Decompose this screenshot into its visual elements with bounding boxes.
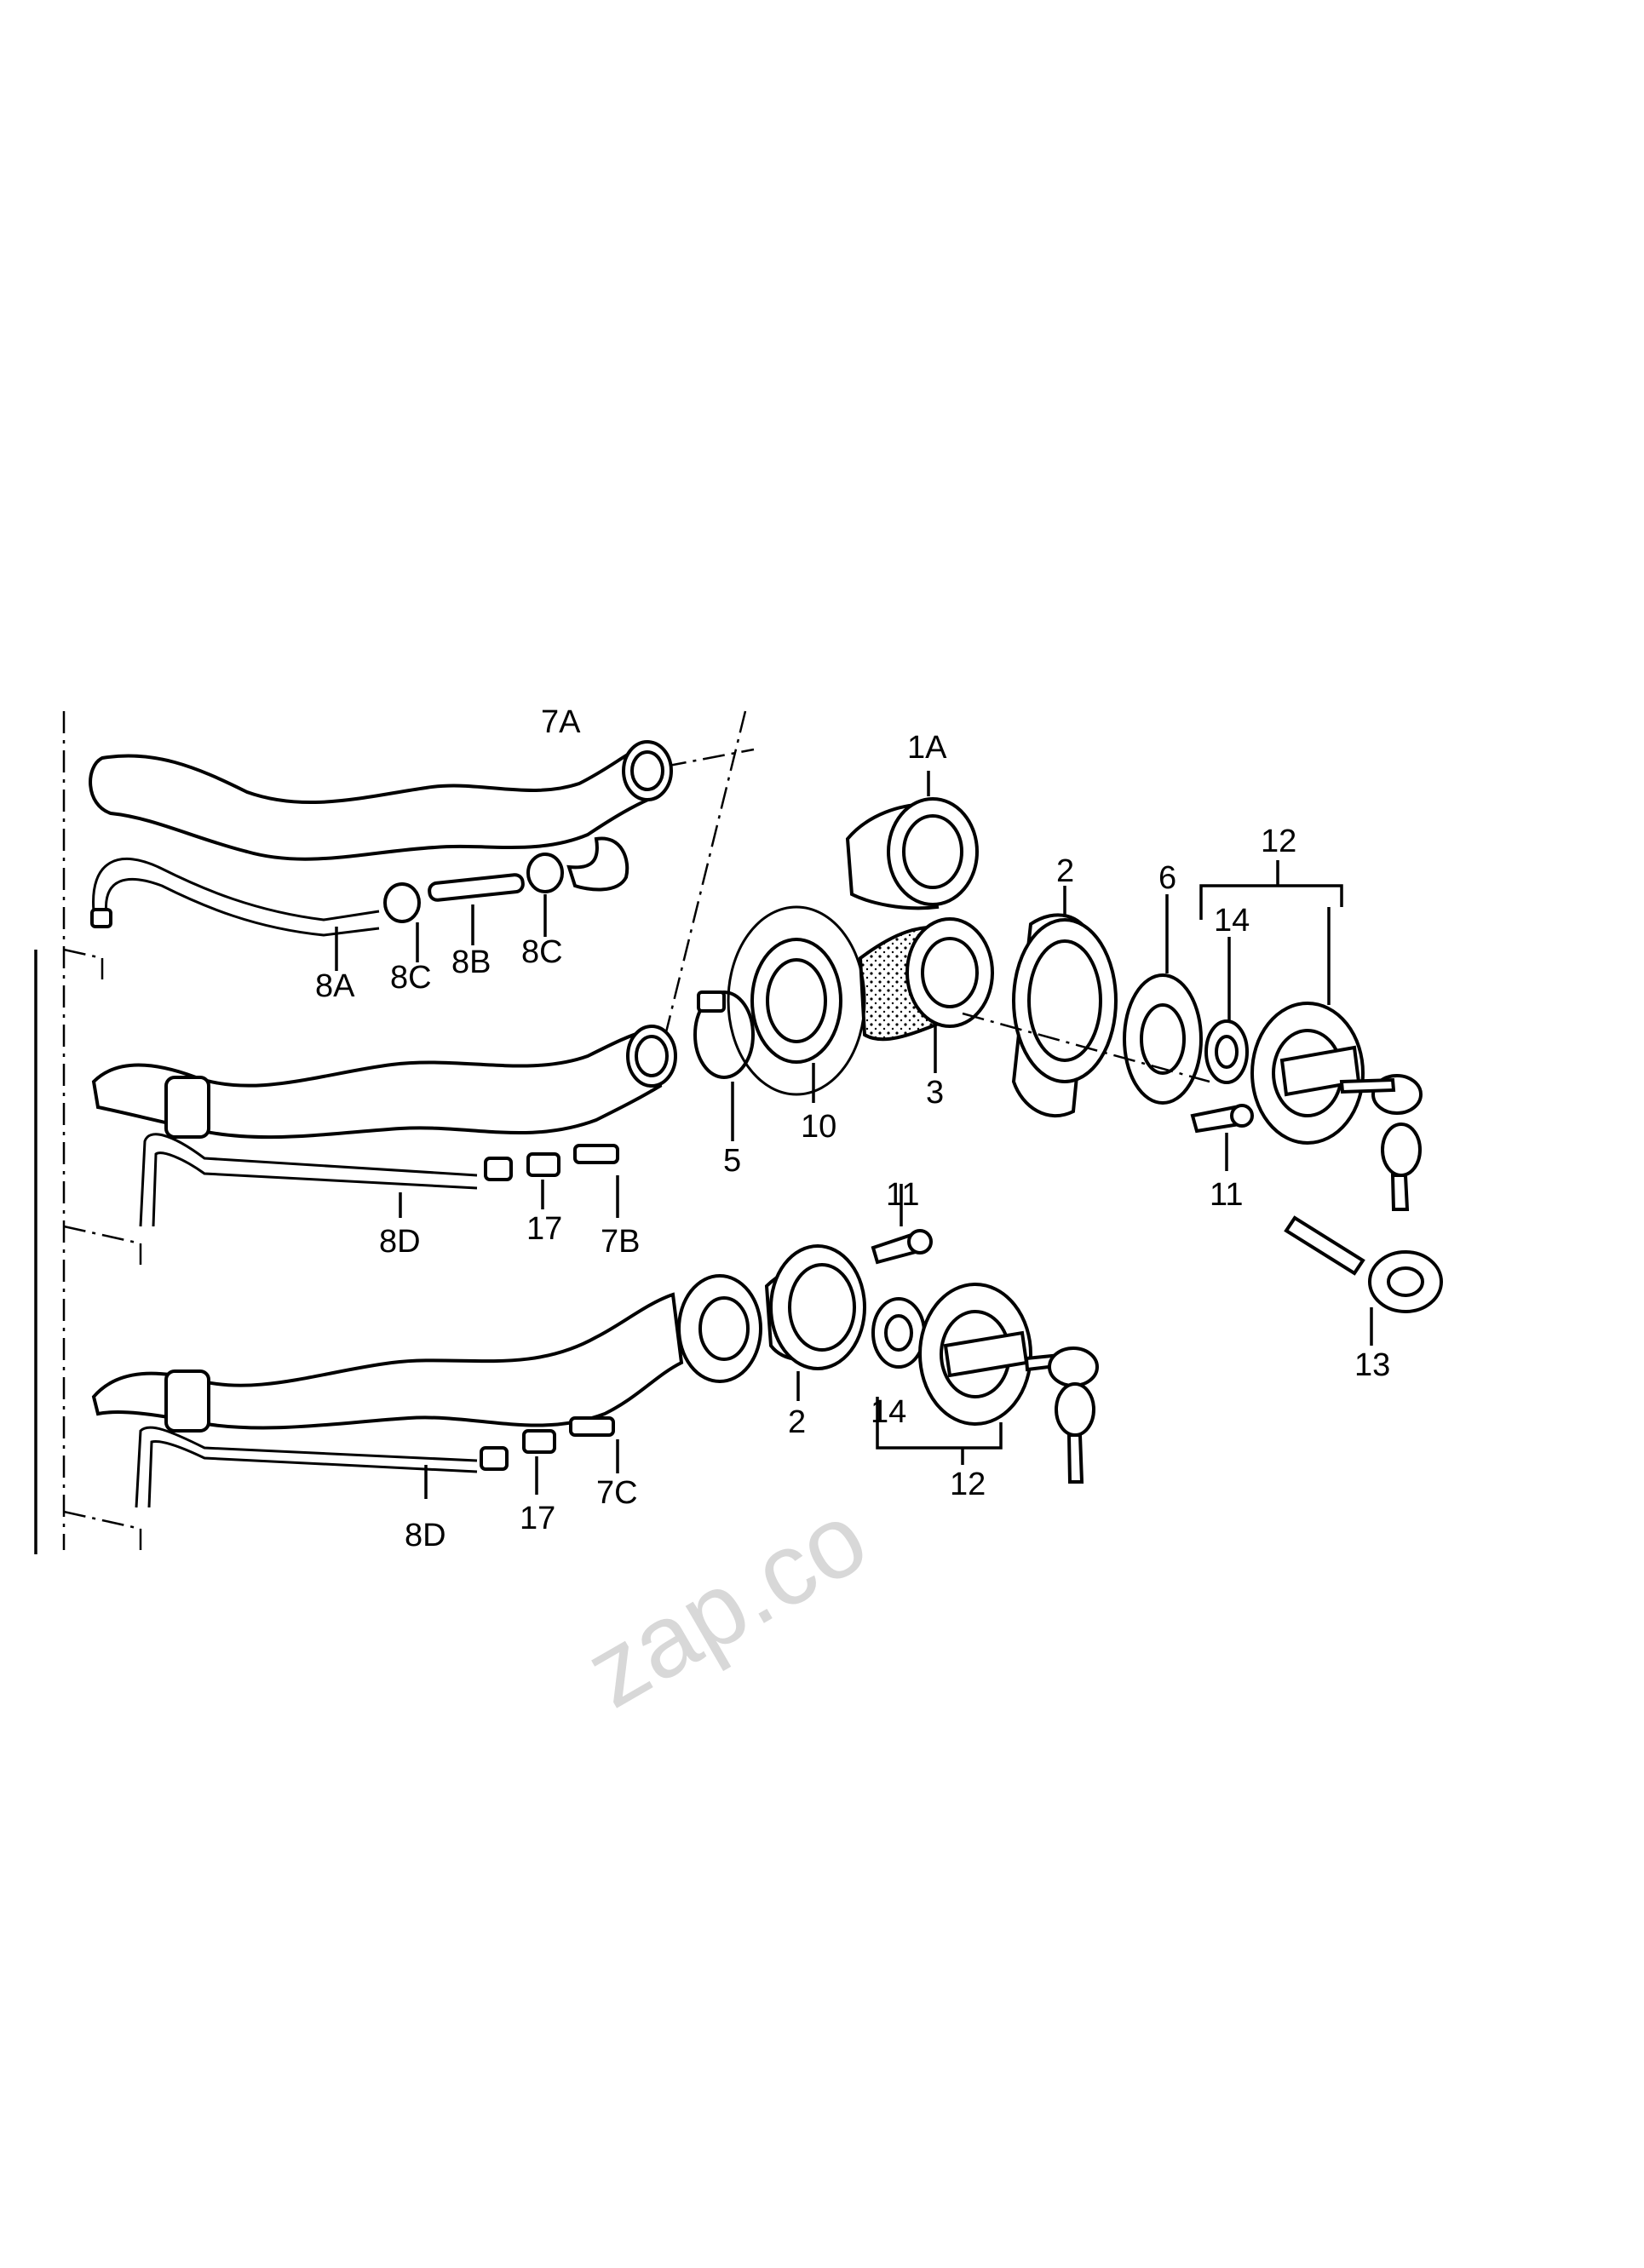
label-2-bottom: 2	[788, 1404, 806, 1440]
label-12-bottom: 12	[950, 1467, 986, 1502]
label-14-bottom: 14	[871, 1394, 906, 1430]
label-8A: 8A	[315, 968, 355, 1004]
sleeve-17a	[526, 1152, 560, 1177]
label-7A: 7A	[541, 704, 581, 740]
clamp-8C-right	[526, 853, 564, 893]
label-12-top: 12	[1261, 824, 1296, 859]
label-17-bottom: 17	[520, 1501, 555, 1536]
label-6: 6	[1158, 860, 1176, 896]
part-10-ring	[727, 905, 866, 1103]
part-14-seal-bottom	[871, 1297, 926, 1369]
part-2-top	[1011, 886, 1118, 1117]
label-7C: 7C	[596, 1475, 638, 1511]
part-12-cap-top	[1199, 860, 1423, 1211]
part-3-housing	[858, 917, 994, 1073]
part-12-cap-bottom	[876, 1283, 1099, 1484]
label-1A: 1A	[907, 730, 947, 766]
label-8C-right: 8C	[521, 934, 563, 970]
part-6-plate	[1123, 894, 1203, 1105]
clamp-8C-left	[383, 882, 421, 923]
label-10: 10	[801, 1109, 836, 1145]
hose-8B	[428, 873, 525, 902]
label-2-top: 2	[1056, 853, 1074, 889]
label-8B: 8B	[451, 945, 491, 980]
label-8C-left: 8C	[390, 960, 432, 996]
label-8D-middle: 8D	[379, 1224, 421, 1260]
filler-neck-7B	[91, 1025, 677, 1227]
label-17-middle: 17	[526, 1211, 562, 1247]
part-1A-housing	[845, 771, 979, 910]
label-11-middle: 11	[1210, 1177, 1243, 1213]
label-8D-bottom: 8D	[405, 1518, 446, 1553]
part-14-seal-top	[1204, 937, 1249, 1084]
part-11-screw-top	[871, 1184, 933, 1265]
part-13-key	[1284, 1215, 1443, 1346]
frame-lines	[34, 710, 755, 1554]
sleeve-17b	[522, 1429, 556, 1454]
label-7B: 7B	[601, 1224, 640, 1260]
filler-neck-7C	[91, 1274, 762, 1508]
label-5: 5	[723, 1143, 741, 1179]
label-11-top: 11	[886, 1177, 919, 1213]
label-13: 13	[1354, 1347, 1390, 1383]
part-5-clamp	[693, 990, 755, 1141]
label-3: 3	[926, 1075, 944, 1111]
part-2-bottom	[764, 1244, 866, 1401]
watermark: zap.co	[567, 1480, 885, 1730]
callout-labels: 7A 1A 8A 8C 8B 8C 2 6 12 14 3 10 5 7B 17…	[315, 704, 1390, 1553]
part-11-screw-mid	[1190, 1104, 1254, 1171]
label-14-top: 14	[1214, 903, 1250, 939]
filler-neck-7A	[89, 740, 673, 892]
hose-assembly-8	[90, 853, 564, 971]
